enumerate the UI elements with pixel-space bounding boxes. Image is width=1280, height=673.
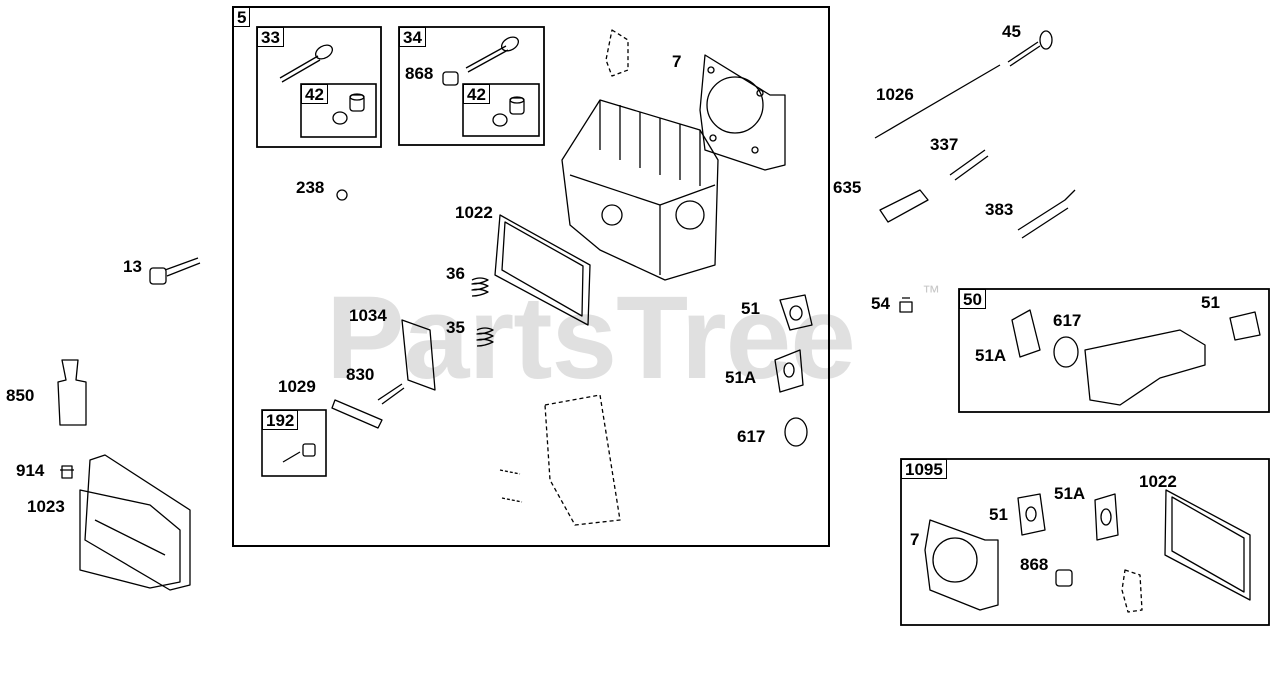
spring-part-2: [476, 327, 494, 347]
group-box-1095: [900, 458, 1270, 626]
callout-868-group1095[interactable]: 868: [1020, 555, 1049, 574]
kit-gasket-part: [1017, 493, 1046, 536]
group-box-42a: [300, 83, 377, 138]
spring-part: [471, 277, 489, 297]
cover-gasket-part: [494, 214, 591, 326]
callout-51a-group1095[interactable]: 51A: [1054, 484, 1086, 503]
group-box-5: [232, 6, 830, 547]
callout-7[interactable]: 7: [672, 52, 682, 71]
callout-635[interactable]: 635: [833, 178, 862, 197]
callout-36[interactable]: 36: [446, 264, 465, 283]
callout-54[interactable]: 54: [871, 294, 890, 313]
callout-1029[interactable]: 1029: [278, 377, 316, 396]
group-label-5: 5: [233, 7, 251, 27]
dashed-bolt-part: [499, 469, 523, 503]
dashed-shield-part: [544, 394, 621, 526]
callout-850[interactable]: 850: [6, 386, 35, 405]
guide-plate-part: [401, 319, 436, 391]
cylinder-head-part: [561, 99, 719, 281]
intake-gasket-part: [779, 294, 813, 331]
group-label-42b: 42: [463, 84, 490, 104]
callout-1034[interactable]: 1034: [349, 306, 387, 325]
group-label-33: 33: [257, 27, 284, 47]
callout-35[interactable]: 35: [446, 318, 465, 337]
valve-part: [279, 44, 334, 83]
callout-914[interactable]: 914: [16, 461, 45, 480]
callout-238[interactable]: 238: [296, 178, 325, 197]
intake-manifold-part: [1084, 329, 1206, 406]
group-label-192: 192: [262, 410, 299, 430]
group-label-50: 50: [959, 289, 986, 309]
valve-part-2: [442, 36, 520, 86]
group50-oring-part: [1053, 336, 1079, 368]
callout-868[interactable]: 868: [405, 64, 434, 83]
callout-337[interactable]: 337: [930, 135, 959, 154]
spark-plug-part: [949, 149, 989, 181]
dashed-gasket-part: [605, 29, 629, 77]
callout-51-group50[interactable]: 51: [1201, 293, 1220, 312]
callout-830[interactable]: 830: [346, 365, 375, 384]
bolt-part: [149, 257, 201, 285]
trademark-symbol: ™: [922, 282, 940, 302]
group-label-34: 34: [399, 27, 426, 47]
plug-part: [336, 189, 348, 201]
retainer-part: [332, 93, 365, 125]
callout-13[interactable]: 13: [123, 257, 142, 276]
callout-51[interactable]: 51: [741, 299, 760, 318]
adjuster-part: [282, 443, 316, 463]
kit-gasket-a-part: [1094, 493, 1119, 541]
callout-51a-group50[interactable]: 51A: [975, 346, 1007, 365]
kit-dashed-gasket-part: [1121, 569, 1143, 613]
group-box-42b: [462, 83, 540, 137]
intake-gasket-a-part: [774, 349, 804, 393]
group-box-34: [398, 26, 545, 146]
retainer-part-2: [492, 96, 525, 127]
valve-cover-part: [79, 454, 191, 591]
group50-gasket-2-part: [1229, 311, 1261, 341]
callout-1026[interactable]: 1026: [876, 85, 914, 104]
group50-gasket-part: [1011, 309, 1041, 358]
callout-1023[interactable]: 1023: [27, 497, 65, 516]
kit-seal-part: [1055, 569, 1073, 587]
screw-part: [60, 465, 74, 479]
callout-617-group50[interactable]: 617: [1053, 311, 1082, 330]
callout-7-group1095[interactable]: 7: [910, 530, 920, 549]
callout-617[interactable]: 617: [737, 427, 766, 446]
intake-valve-part: [1007, 30, 1053, 67]
o-ring-part: [784, 417, 808, 447]
callout-51a[interactable]: 51A: [725, 368, 757, 387]
group-label-1095: 1095: [901, 459, 947, 479]
rocker-arm-part: [331, 399, 383, 429]
stud-part: [377, 383, 405, 405]
group-box-50: [958, 288, 1270, 413]
callout-51-group1095[interactable]: 51: [989, 505, 1008, 524]
callout-1022-group1095[interactable]: 1022: [1139, 472, 1177, 491]
sensor-part: [1017, 189, 1076, 239]
small-screw-part: [899, 297, 913, 313]
callout-45[interactable]: 45: [1002, 22, 1021, 41]
group-box-33: [256, 26, 382, 148]
callout-1022[interactable]: 1022: [455, 203, 493, 222]
head-gasket-part: [699, 54, 786, 171]
callout-383[interactable]: 383: [985, 200, 1014, 219]
sealant-tube-part: [57, 359, 87, 426]
kit-head-gasket-part: [924, 519, 999, 611]
pushrod-part: [874, 64, 1001, 139]
group-label-42a: 42: [301, 84, 328, 104]
guide-tube-part: [879, 189, 929, 223]
kit-cover-gasket-part: [1164, 489, 1251, 601]
